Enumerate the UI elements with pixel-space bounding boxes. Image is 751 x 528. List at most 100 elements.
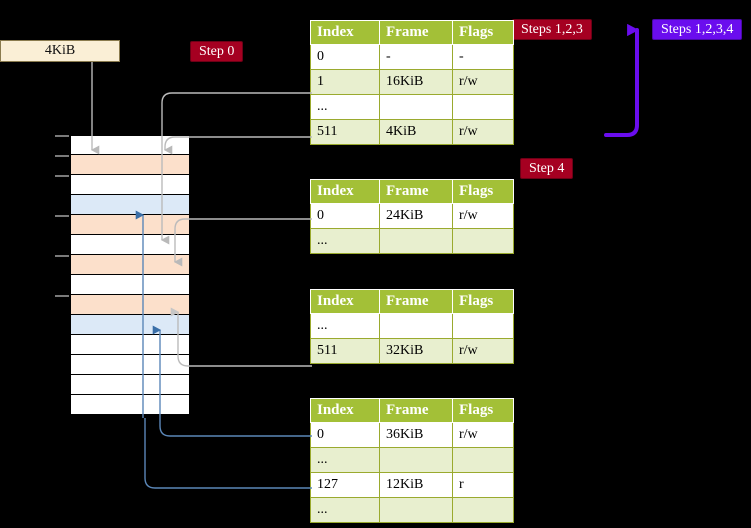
column-header-flags: Flags	[452, 20, 514, 45]
wire-table2-to-memory	[173, 218, 312, 267]
memory-frame-row	[70, 235, 190, 255]
column-header-frame: Frame	[379, 289, 453, 314]
table-row: ...	[310, 447, 514, 473]
table-row: ...	[310, 497, 514, 523]
memory-frame-tick	[55, 155, 69, 157]
memory-frame-row	[70, 315, 190, 335]
column-header-flags: Flags	[452, 398, 514, 423]
column-header-frame: Frame	[379, 179, 453, 204]
memory-frame-row	[70, 335, 190, 355]
table-cell: 511	[310, 119, 380, 145]
table-cell	[379, 228, 453, 254]
table-cell	[452, 313, 514, 339]
badge-step-4-label: Step 4	[529, 161, 565, 176]
memory-frame-tick	[55, 295, 69, 297]
memory-frame-tick	[55, 135, 69, 137]
table-cell	[379, 313, 453, 339]
table-cell: 0	[310, 422, 380, 448]
table-cell: r	[452, 472, 514, 498]
column-header-flags: Flags	[452, 179, 514, 204]
badge-step-0-label: Step 0	[199, 44, 235, 59]
badge-steps-123-label: Steps 1,2,3	[521, 22, 583, 37]
table-cell: ...	[310, 313, 380, 339]
table-row: ...	[310, 94, 514, 120]
table-cell: ...	[310, 94, 380, 120]
memory-frame-tick	[55, 255, 69, 257]
wire-table3-to-memory	[170, 307, 312, 367]
memory-frame-row	[70, 375, 190, 395]
table-cell: r/w	[452, 69, 514, 95]
table-cell	[379, 497, 453, 523]
table-cell	[379, 447, 453, 473]
column-header-flags: Flags	[452, 289, 514, 314]
column-header-index: Index	[310, 289, 380, 314]
table-cell: ...	[310, 228, 380, 254]
memory-frame-row	[70, 175, 190, 195]
table-cell: r/w	[452, 203, 514, 229]
table-cell: r/w	[452, 119, 514, 145]
badge-step-4: Step 4	[520, 158, 574, 179]
table-cell: 4KiB	[379, 119, 453, 145]
column-header-index: Index	[310, 398, 380, 423]
table-cell: 0	[310, 203, 380, 229]
memory-frame-row	[70, 295, 190, 315]
memory-frame-row	[70, 215, 190, 235]
table-row: 0--	[310, 44, 514, 70]
badge-steps-1234: Steps 1,2,3,4	[652, 19, 743, 40]
table-cell: -	[452, 44, 514, 70]
table-cell	[452, 447, 514, 473]
table-cell: 12KiB	[379, 472, 453, 498]
table-row: ...	[310, 313, 514, 339]
table-cell: 127	[310, 472, 380, 498]
memory-frame-row	[70, 155, 190, 175]
table-cell: ...	[310, 447, 380, 473]
memory-size-box: 4KiB	[0, 40, 120, 62]
memory-frame-tick	[55, 215, 69, 217]
table-cell: 32KiB	[379, 338, 453, 364]
table-cell: 24KiB	[379, 203, 453, 229]
table-cell: 1	[310, 69, 380, 95]
table-cell	[452, 497, 514, 523]
physical-memory-column	[55, 135, 190, 415]
table-cell: -	[379, 44, 453, 70]
table-cell: 511	[310, 338, 380, 364]
table-cell: r/w	[452, 422, 514, 448]
memory-frame-row	[70, 275, 190, 295]
memory-frame-row	[70, 255, 190, 275]
table-cell	[452, 228, 514, 254]
memory-size-label: 4KiB	[44, 43, 76, 58]
table-row: ...	[310, 228, 514, 254]
table-cell: 16KiB	[379, 69, 453, 95]
badge-step-0: Step 0	[190, 41, 244, 62]
column-header-frame: Frame	[379, 20, 453, 45]
memory-frame-row	[70, 395, 190, 415]
column-header-frame: Frame	[379, 398, 453, 423]
badge-steps-1234-label: Steps 1,2,3,4	[661, 22, 734, 37]
memory-frame-row	[70, 355, 190, 375]
memory-frame-row	[70, 135, 190, 155]
table-cell: 0	[310, 44, 380, 70]
table-cell: ...	[310, 497, 380, 523]
badge-steps-123: Steps 1,2,3	[512, 19, 592, 40]
wire-purple-bracket	[604, 30, 639, 137]
memory-frame-tick	[55, 175, 69, 177]
column-header-index: Index	[310, 179, 380, 204]
table-cell	[379, 94, 453, 120]
column-header-index: Index	[310, 20, 380, 45]
table-cell: r/w	[452, 338, 514, 364]
table-cell: 36KiB	[379, 422, 453, 448]
